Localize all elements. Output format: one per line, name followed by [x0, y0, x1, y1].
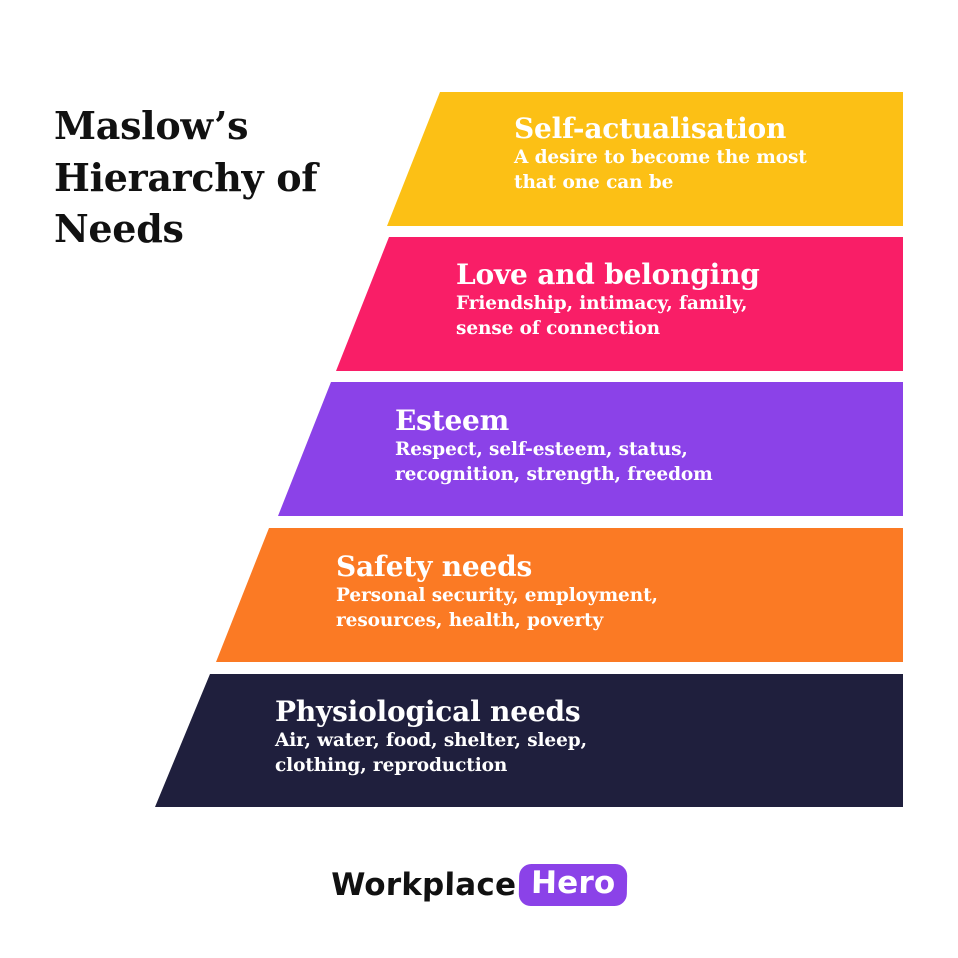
tier-3-heading: Esteem — [395, 404, 510, 437]
tier-4-description: Personal security, employment, resources… — [336, 585, 658, 632]
pyramid-tier-self-actualisation: Self-actualisation A desire to become th… — [0, 92, 958, 226]
tier-5-heading: Physiological needs — [275, 695, 581, 728]
pyramid-tier-physiological-needs: Physiological needs Air, water, food, sh… — [0, 674, 958, 807]
pyramid-tier-esteem: Esteem Respect, self-esteem, status, rec… — [0, 382, 958, 516]
tier-3-shape — [278, 382, 903, 516]
tier-1-description: A desire to become the most that one can… — [514, 147, 807, 194]
pyramid-tier-love-and-belonging: Love and belonging Friendship, intimacy,… — [0, 237, 958, 371]
tier-5-description: Air, water, food, shelter, sleep, clothi… — [275, 730, 587, 777]
pyramid-tier-safety-needs: Safety needs Personal security, employme… — [0, 528, 958, 662]
brand-logo-word: Workplace — [330, 867, 517, 903]
tier-4-shape — [216, 528, 903, 662]
brand-logo[interactable]: Workplace Hero — [0, 855, 958, 915]
tier-4-heading: Safety needs — [336, 550, 533, 583]
tier-2-shape — [336, 237, 903, 371]
tier-1-heading: Self-actualisation — [514, 112, 787, 145]
page-title: Maslow’s Hierarchy of Needs — [54, 103, 318, 252]
tier-2-heading: Love and belonging — [456, 258, 760, 291]
tier-3-description: Respect, self-esteem, status, recognitio… — [395, 439, 713, 486]
brand-logo-badge: Hero — [518, 864, 628, 906]
tier-5-shape — [155, 674, 903, 807]
tier-1-shape — [387, 92, 903, 226]
tier-2-description: Friendship, intimacy, family, sense of c… — [456, 293, 748, 340]
